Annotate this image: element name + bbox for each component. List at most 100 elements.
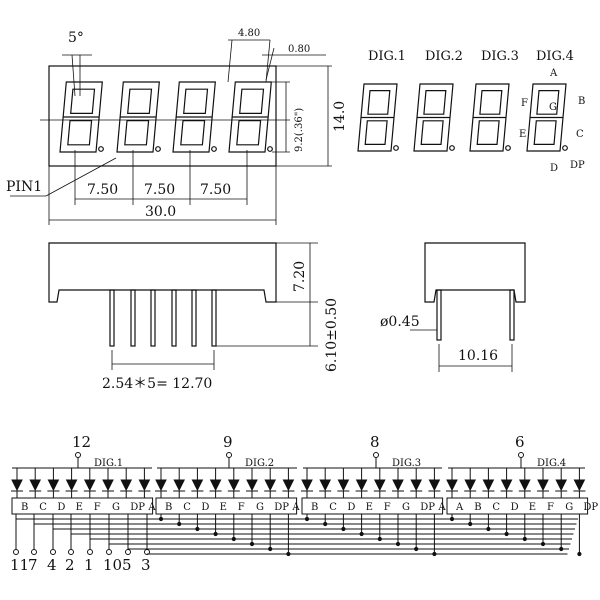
junction-dot-d2-s2: [177, 521, 182, 527]
schematic-segment-label-d4-s6: F: [547, 502, 554, 513]
segment-label-c: C: [576, 129, 584, 140]
legend-digit-1-cell-2: [364, 120, 388, 145]
schematic-segment-label-d3-s6: G: [402, 502, 410, 513]
schematic-segment-label-d2-s8: A: [291, 502, 300, 513]
led-diode-d3-s7: [410, 479, 423, 492]
body-height-label: 7.20: [292, 261, 308, 292]
junction-dot-d2-s1: [158, 516, 164, 522]
legend-digit-2-dp: [449, 145, 455, 151]
junction-dot-d3-s5: [377, 536, 382, 542]
junction-dot-d4-s3: [486, 526, 491, 532]
schematic-segment-label-d3-s3: D: [347, 502, 355, 513]
digit-width-label: 4.80: [238, 28, 260, 39]
schematic-segment-label-d1-s2: C: [39, 502, 47, 513]
pin1-label: PIN1: [6, 179, 42, 195]
common-pin-terminal-4: [518, 452, 524, 458]
legend-digit-3-cell-2: [476, 120, 500, 145]
schematic-segment-label-d3-s7: DP: [420, 502, 435, 513]
front-digit-2-cell-2: [124, 119, 150, 146]
front-digit-4-outline: [228, 81, 272, 153]
junction-dot-d2-s6: [249, 541, 255, 547]
led-diode-d4-s1: [446, 479, 458, 492]
junction-dot-d4-s7: [559, 546, 564, 552]
schematic-segment-label-d3-s5: F: [384, 502, 391, 513]
front-digit-1-cell-2: [67, 119, 93, 146]
side-pin-3: [150, 289, 156, 347]
legend-digit-label-2: DIG.2: [425, 49, 463, 64]
segment-height-label: 9.2(.36"): [294, 108, 305, 152]
schematic-segment-label-d1-s6: G: [112, 502, 120, 513]
front-view-text: 5° 4.80 0.80 9.2(.36") 14.0 7.50 7.50 7.…: [6, 28, 348, 220]
led-diode-d1-s2: [29, 479, 42, 492]
pin-length-label: 6.10±0.50: [324, 298, 340, 372]
schematic-segment-label-d1-s7: DP: [130, 502, 145, 513]
segment-pin-number-5: 1: [84, 556, 94, 574]
front-digit-3-cell-2: [180, 119, 206, 146]
led-diode-d1-s1: [11, 479, 23, 492]
legend-digit-outlines: [357, 83, 568, 152]
led-diode-d4-s6: [537, 479, 549, 492]
segment-label-e: E: [519, 129, 526, 140]
side-pin-4: [171, 289, 177, 347]
segment-pin-terminal-3: [50, 549, 56, 555]
front-digit-2-outline: [116, 81, 160, 153]
segment-pin-number-1: 11: [10, 556, 29, 574]
slant-guide-left: [71, 54, 76, 97]
junction-dot-d2-s5: [231, 536, 236, 542]
schematic-segment-label-d1-s4: E: [76, 502, 83, 513]
pin-diameter-label: ø0.45: [380, 314, 420, 330]
schematic-segment-label-d2-s3: D: [201, 502, 209, 513]
led-diode-d1-s7: [120, 479, 133, 492]
circuit-schematic: [11, 452, 589, 557]
led-diode-d2-s3: [191, 479, 204, 492]
led-diode-d2-s2: [173, 479, 186, 492]
legend-digit-label-3: DIG.3: [481, 49, 519, 64]
junction-dot-d4-s4: [504, 531, 509, 537]
led-diode-d1-s8: [138, 479, 151, 492]
digit-legend: DIG.1 DIG.2 DIG.3 DIG.4 A B C D E F G DP: [357, 49, 585, 174]
pin-spacing-label: 2.54＊5= 12.70: [102, 376, 212, 392]
schematic-segment-label-d1-s5: F: [94, 502, 101, 513]
side-view-text: 7.20 6.10±0.50 2.54＊5= 12.70: [102, 261, 340, 392]
schematic-segment-label-d4-s3: C: [492, 502, 500, 513]
led-diode-d2-s7: [264, 479, 277, 492]
led-diode-d3-s2: [319, 479, 332, 492]
segment-pin-terminal-1: [13, 549, 19, 555]
led-diode-d3-s3: [337, 479, 350, 492]
front-digit-1-dp: [98, 146, 104, 152]
schematic-segment-label-d4-s8: DP: [583, 502, 598, 513]
junction-dot-d2-s3: [195, 526, 200, 532]
segment-pin-terminal-8: [144, 549, 150, 555]
junction-dot-d4-s2: [468, 521, 473, 527]
legend-digit-label-1: DIG.1: [368, 49, 406, 64]
schematic-segment-label-d4-s4: D: [511, 502, 519, 513]
front-digit-1-outline: [59, 81, 103, 153]
legend-digit-4-dp: [562, 145, 568, 151]
front-digit-3-dp: [211, 146, 217, 152]
junction-dot-d4-s1: [449, 516, 455, 522]
segment-pin-number-4: 2: [65, 556, 75, 574]
junction-dot-d4-s8: [577, 551, 582, 557]
led-diode-d3-s5: [373, 479, 386, 492]
schematic-digit-label-4: DIG.4: [537, 458, 566, 469]
legend-digit-4-outline: [526, 83, 567, 152]
legend-digit-2-cell-1: [423, 89, 447, 115]
legend-digit-3-dp: [505, 145, 511, 151]
common-pin-terminal-1: [75, 452, 81, 458]
schematic-digit-label-2: DIG.2: [245, 458, 274, 469]
led-diode-d2-s6: [246, 479, 258, 492]
legend-digit-1-dp: [393, 145, 399, 151]
pin1-leader-diagonal: [45, 157, 117, 197]
schematic-segment-label-d4-s1: A: [455, 502, 464, 513]
legend-digit-4-cell-1: [536, 89, 560, 115]
segment-label-b: B: [578, 96, 585, 107]
schematic-segment-label-d3-s8: A: [437, 502, 446, 513]
schematic-segment-label-d3-s4: E: [366, 502, 373, 513]
junction-dot-d2-s4: [213, 531, 218, 537]
segment-pin-number-8: 3: [141, 556, 151, 574]
schematic-segment-label-d3-s2: C: [329, 502, 337, 513]
schematic-segment-label-d2-s4: E: [220, 502, 227, 513]
front-digit-4-dp: [267, 146, 273, 152]
legend-digit-2-cell-2: [420, 120, 444, 145]
